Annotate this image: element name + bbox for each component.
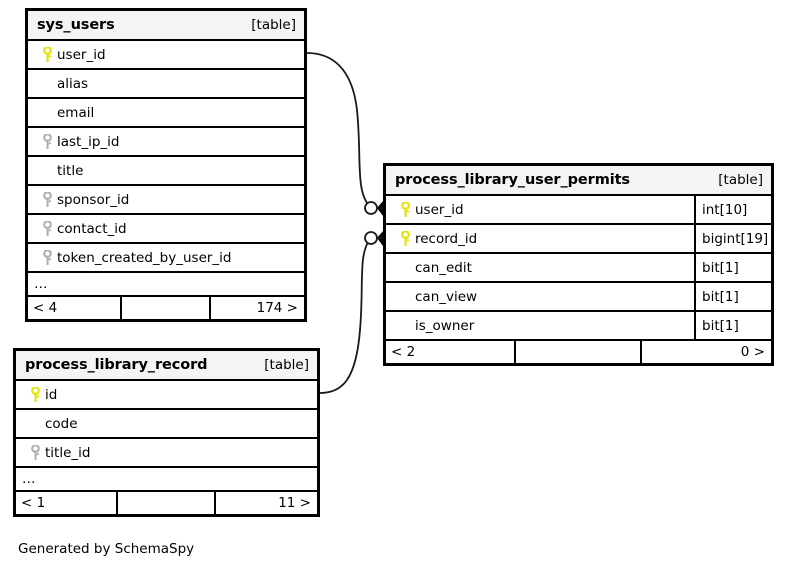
column-name-cell: user_id: [386, 196, 694, 223]
column-name-cell: is_owner: [386, 312, 694, 339]
column-name-cell: alias: [28, 70, 304, 97]
footer-incoming-count[interactable]: < 1: [21, 495, 46, 511]
column-row-code[interactable]: code: [16, 410, 317, 439]
column-label: sponsor_id: [57, 191, 130, 208]
column-row-title_id[interactable]: title_id: [16, 439, 317, 468]
column-label: last_ip_id: [57, 133, 120, 150]
footer-middle-cell: [514, 341, 642, 363]
column-row-id[interactable]: id: [16, 381, 317, 410]
table-footer-process_library_record: < 1 11 >: [16, 492, 317, 514]
column-row-contact_id[interactable]: contact_id: [28, 215, 304, 244]
column-label: can_view: [415, 288, 478, 305]
column-label: record_id: [415, 230, 478, 247]
column-type: bit[1]: [694, 312, 771, 339]
column-row-record_id[interactable]: record_id bigint[19]: [386, 225, 771, 254]
table-type-tag: [table]: [251, 17, 296, 33]
table-name: process_library_record: [25, 357, 208, 373]
more-columns-indicator: …: [16, 468, 317, 492]
column-label: id: [45, 386, 58, 403]
column-name-cell: user_id: [28, 41, 304, 68]
table-name: sys_users: [37, 17, 115, 33]
column-name-cell: code: [16, 410, 317, 437]
table-process_library_user_permits[interactable]: process_library_user_permits [table] use…: [383, 163, 774, 366]
column-type: bit[1]: [694, 254, 771, 281]
column-row-last_ip_id[interactable]: last_ip_id: [28, 128, 304, 157]
column-name-cell: can_edit: [386, 254, 694, 281]
column-name-cell: id: [16, 381, 317, 408]
table-sys_users[interactable]: sys_users [table] user_id alias: [25, 8, 307, 322]
footer-outgoing-count[interactable]: 0 >: [740, 344, 765, 360]
column-label: code: [45, 415, 78, 432]
column-row-can_edit[interactable]: can_edit bit[1]: [386, 254, 771, 283]
column-row-user_id[interactable]: user_id int[10]: [386, 196, 771, 225]
column-label: user_id: [415, 201, 464, 218]
footer-outgoing-count[interactable]: 174 >: [256, 300, 298, 316]
footer-outgoing-count[interactable]: 11 >: [278, 495, 311, 511]
footer-middle-cell: [116, 492, 216, 514]
column-row-is_owner[interactable]: is_owner bit[1]: [386, 312, 771, 341]
column-label: user_id: [57, 46, 106, 63]
column-name-cell: token_created_by_user_id: [28, 244, 304, 271]
primary-key-icon: [37, 46, 57, 63]
table-header-sys_users: sys_users [table]: [28, 11, 304, 41]
column-name-cell: sponsor_id: [28, 186, 304, 213]
primary-key-icon: [25, 386, 45, 403]
foreign-key-icon: [37, 249, 57, 266]
column-row-can_view[interactable]: can_view bit[1]: [386, 283, 771, 312]
table-footer-sys_users: < 4 174 >: [28, 297, 304, 319]
table-footer-process_library_user_permits: < 2 0 >: [386, 341, 771, 363]
footer-incoming-count[interactable]: < 2: [391, 344, 416, 360]
column-label: title: [57, 162, 84, 179]
foreign-key-icon: [25, 444, 45, 461]
column-name-cell: record_id: [386, 225, 694, 252]
column-type: bit[1]: [694, 283, 771, 310]
column-row-token_created_by_user_id[interactable]: token_created_by_user_id: [28, 244, 304, 273]
table-type-tag: [table]: [264, 357, 309, 373]
column-label: alias: [57, 75, 89, 92]
primary-key-icon: [395, 230, 415, 247]
footer-incoming-count[interactable]: < 4: [33, 300, 58, 316]
connector-endpoint-circle: [364, 201, 378, 215]
generator-credit: Generated by SchemaSpy: [18, 541, 195, 557]
table-header-process_library_user_permits: process_library_user_permits [table]: [386, 166, 771, 196]
column-row-email[interactable]: email: [28, 99, 304, 128]
table-name: process_library_user_permits: [395, 172, 630, 188]
column-label: can_edit: [415, 259, 472, 276]
column-label: contact_id: [57, 220, 127, 237]
relationship-record-id-to-permits-record_id: [319, 231, 383, 394]
table-process_library_record[interactable]: process_library_record [table] id code: [13, 348, 320, 517]
table-header-process_library_record: process_library_record [table]: [16, 351, 317, 381]
column-name-cell: title: [28, 157, 304, 184]
table-type-tag: [table]: [718, 172, 763, 188]
column-name-cell: email: [28, 99, 304, 126]
column-label: is_owner: [415, 317, 475, 334]
more-columns-indicator: …: [28, 273, 304, 297]
column-label: email: [57, 104, 95, 121]
column-row-title[interactable]: title: [28, 157, 304, 186]
column-label: title_id: [45, 444, 91, 461]
column-type: int[10]: [694, 196, 771, 223]
column-row-alias[interactable]: alias: [28, 70, 304, 99]
connector-endpoint-circle: [364, 231, 378, 245]
footer-middle-cell: [120, 297, 211, 319]
column-name-cell: title_id: [16, 439, 317, 466]
column-row-user_id[interactable]: user_id: [28, 41, 304, 70]
column-label: token_created_by_user_id: [57, 249, 232, 266]
column-name-cell: last_ip_id: [28, 128, 304, 155]
foreign-key-icon: [37, 191, 57, 208]
foreign-key-icon: [37, 133, 57, 150]
relationship-sys_users-user_id-to-permits-user_id: [306, 52, 383, 216]
foreign-key-icon: [37, 220, 57, 237]
column-name-cell: can_view: [386, 283, 694, 310]
column-row-sponsor_id[interactable]: sponsor_id: [28, 186, 304, 215]
column-type: bigint[19]: [694, 225, 771, 252]
primary-key-icon: [395, 201, 415, 218]
column-name-cell: contact_id: [28, 215, 304, 242]
